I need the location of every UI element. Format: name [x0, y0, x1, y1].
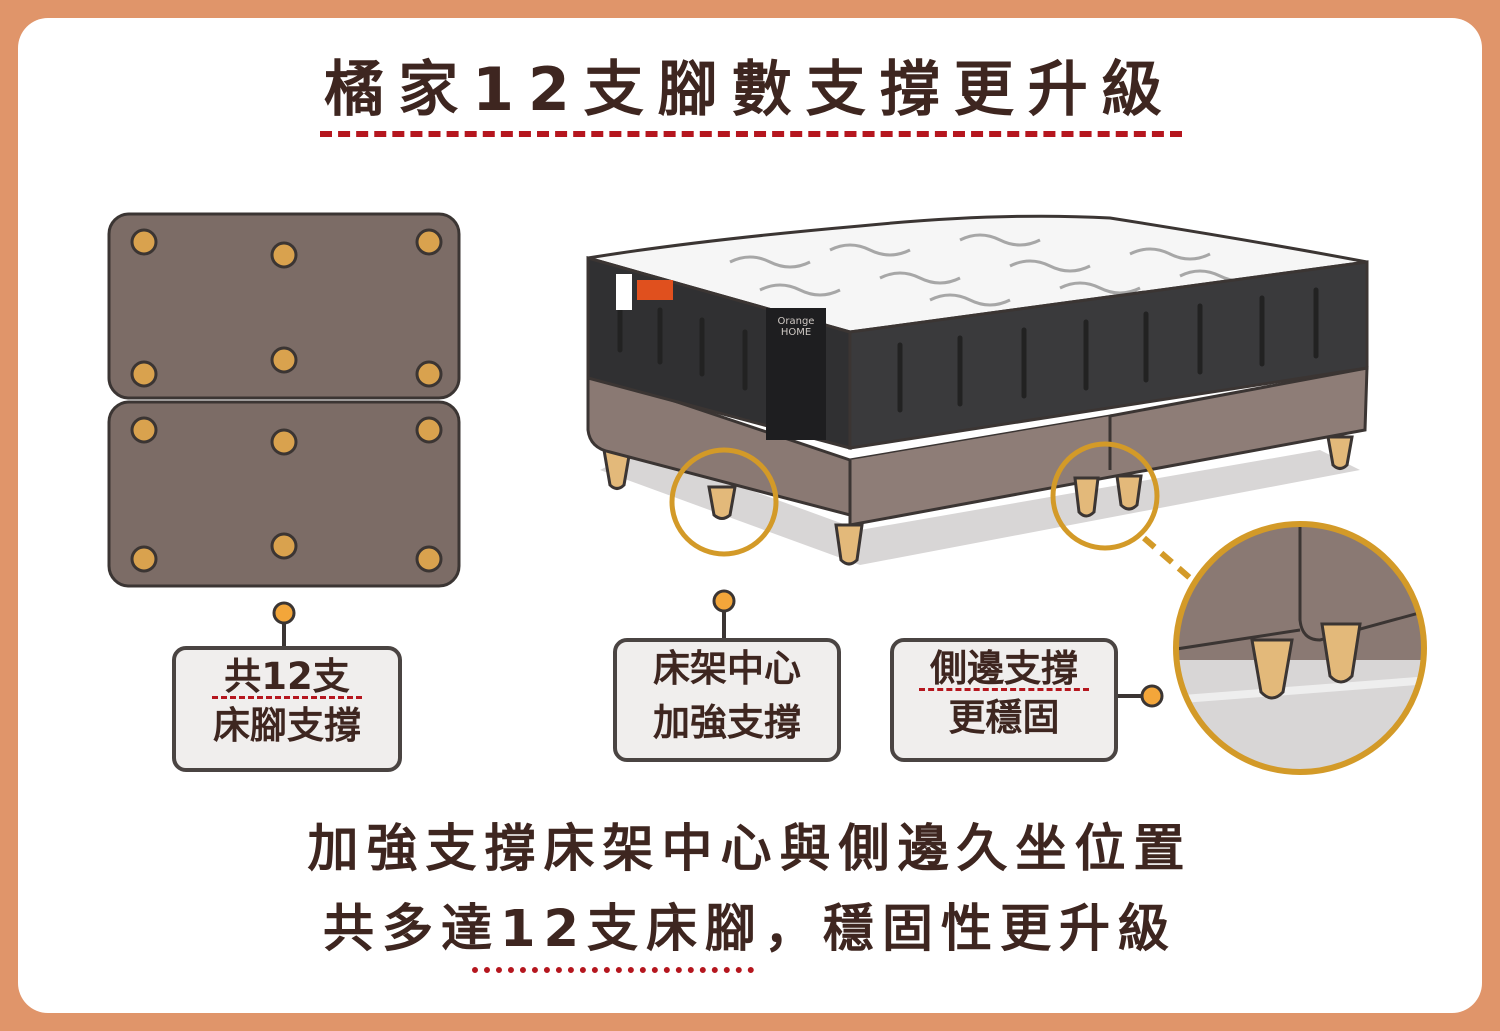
bottom-caption-line1: 加強支撐床架中心與側邊久坐位置 [307, 820, 1193, 879]
leg-dot [270, 532, 298, 560]
leg-dot [415, 228, 443, 256]
label-side-support: 側邊支撐 更穩固 [890, 638, 1118, 762]
leg-dot [270, 428, 298, 456]
label-center-support-line2: 加強支撐 [653, 701, 801, 744]
leg-dot [270, 346, 298, 374]
leg-dot [130, 545, 158, 573]
bottom-caption-underline [472, 967, 754, 973]
leg-dot [130, 416, 158, 444]
label-side-support-line1: 側邊支撐 [930, 647, 1078, 690]
label-total-legs: 共12支 床腳支撐 [172, 646, 402, 772]
leg-dot [270, 241, 298, 269]
leg-dot [415, 360, 443, 388]
page-title: 橘家12支腳數支撐更升級 [324, 55, 1176, 125]
brand-logo-line1: Orange [777, 316, 815, 327]
brand-logo-line2: HOME [780, 327, 812, 338]
bottom-caption-line2: 共多達12支床腳，穩固性更升級 [323, 900, 1177, 959]
label-total-legs-line2: 床腳支撐 [213, 704, 361, 747]
brand-logo: Orange HOME [768, 316, 824, 338]
side-highlight-ring [1050, 441, 1160, 551]
leg-dot [130, 360, 158, 388]
magnified-detail [1176, 524, 1424, 772]
title-underline [320, 131, 1182, 137]
leg-dot [415, 545, 443, 573]
leg-dot [130, 228, 158, 256]
bed-illustration [586, 214, 1369, 566]
leg-dot [415, 416, 443, 444]
label-center-support-line1: 床架中心 [653, 647, 801, 690]
label-center-support: 床架中心 加強支撐 [613, 638, 841, 762]
label-side-support-line2: 更穩固 [948, 696, 1060, 739]
label-total-legs-line1: 共12支 [224, 655, 350, 698]
base-top-view [107, 212, 461, 588]
center-highlight-ring [669, 447, 779, 557]
